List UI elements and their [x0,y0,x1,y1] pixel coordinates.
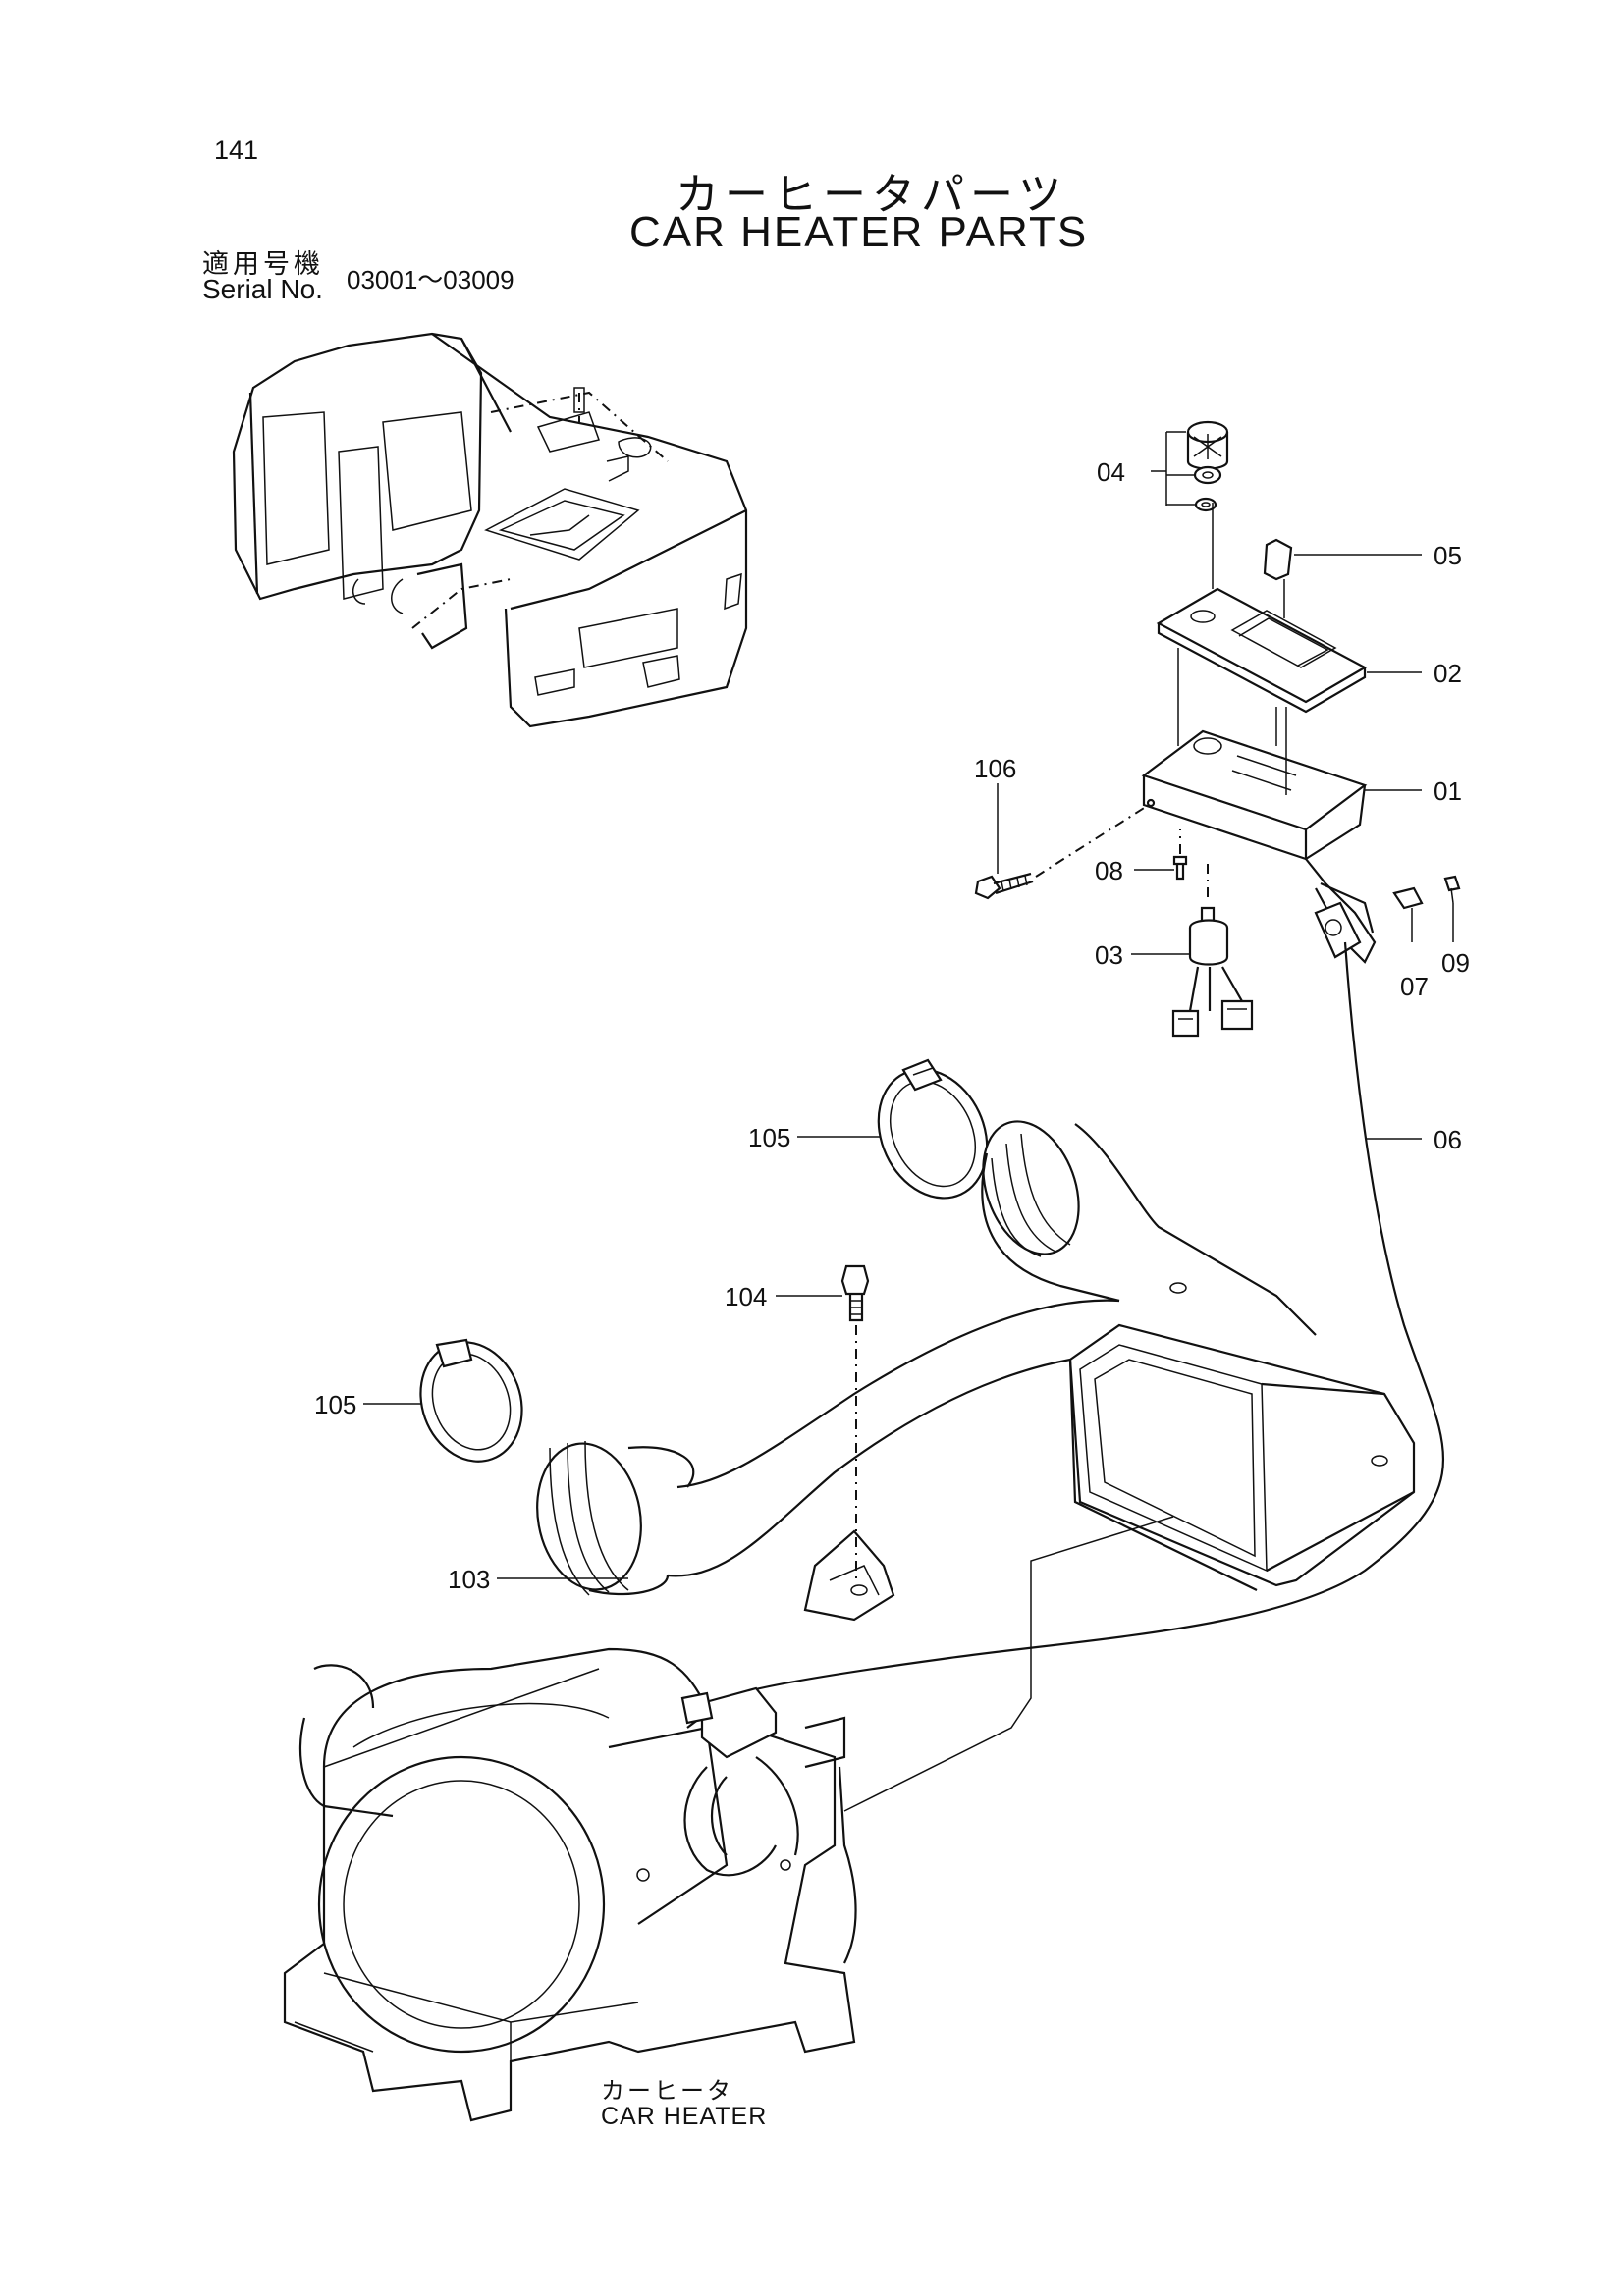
heater-duct [536,1120,1416,1622]
callout-04: 04 [1097,457,1125,487]
callout-leaders [363,431,1454,1579]
excavator-cab-illustration [232,332,748,728]
heater-caption-japanese: カーヒータ [601,2077,733,2105]
callout-09: 09 [1441,948,1470,978]
page-number: 141 [214,135,259,165]
control-cable [726,941,1444,1699]
callout-02: 02 [1434,659,1462,688]
page-title-japanese: カーヒータパーツ [676,170,1068,220]
heater-caption: CAR HEATER [601,2103,768,2130]
callout-01: 01 [1434,776,1462,806]
callout-05: 05 [1434,541,1462,570]
callout-106: 106 [974,754,1017,783]
serial-label-japanese: 適用号機 [202,249,324,280]
callout-03: 03 [1095,940,1123,970]
page-title: CAR HEATER PARTS [629,208,1089,256]
control-panel-assembly [974,420,1461,1038]
callout-07: 07 [1400,972,1429,1001]
leader-outlet-to-heater [843,1516,1174,1812]
car-heater-unit [283,1647,857,2122]
serial-range: 03001～03009 [347,265,514,294]
bolt-104 [840,1264,870,1582]
callout-105-lower: 105 [314,1390,357,1419]
callout-104: 104 [725,1282,768,1311]
callout-105-upper: 105 [748,1123,791,1152]
callout-103: 103 [448,1565,491,1594]
callout-06: 06 [1434,1125,1462,1154]
hose-clamp-upper [877,1058,989,1200]
serial-label: Serial No. [202,274,323,304]
callout-08: 08 [1095,856,1123,885]
hose-clamp-lower [419,1338,523,1463]
